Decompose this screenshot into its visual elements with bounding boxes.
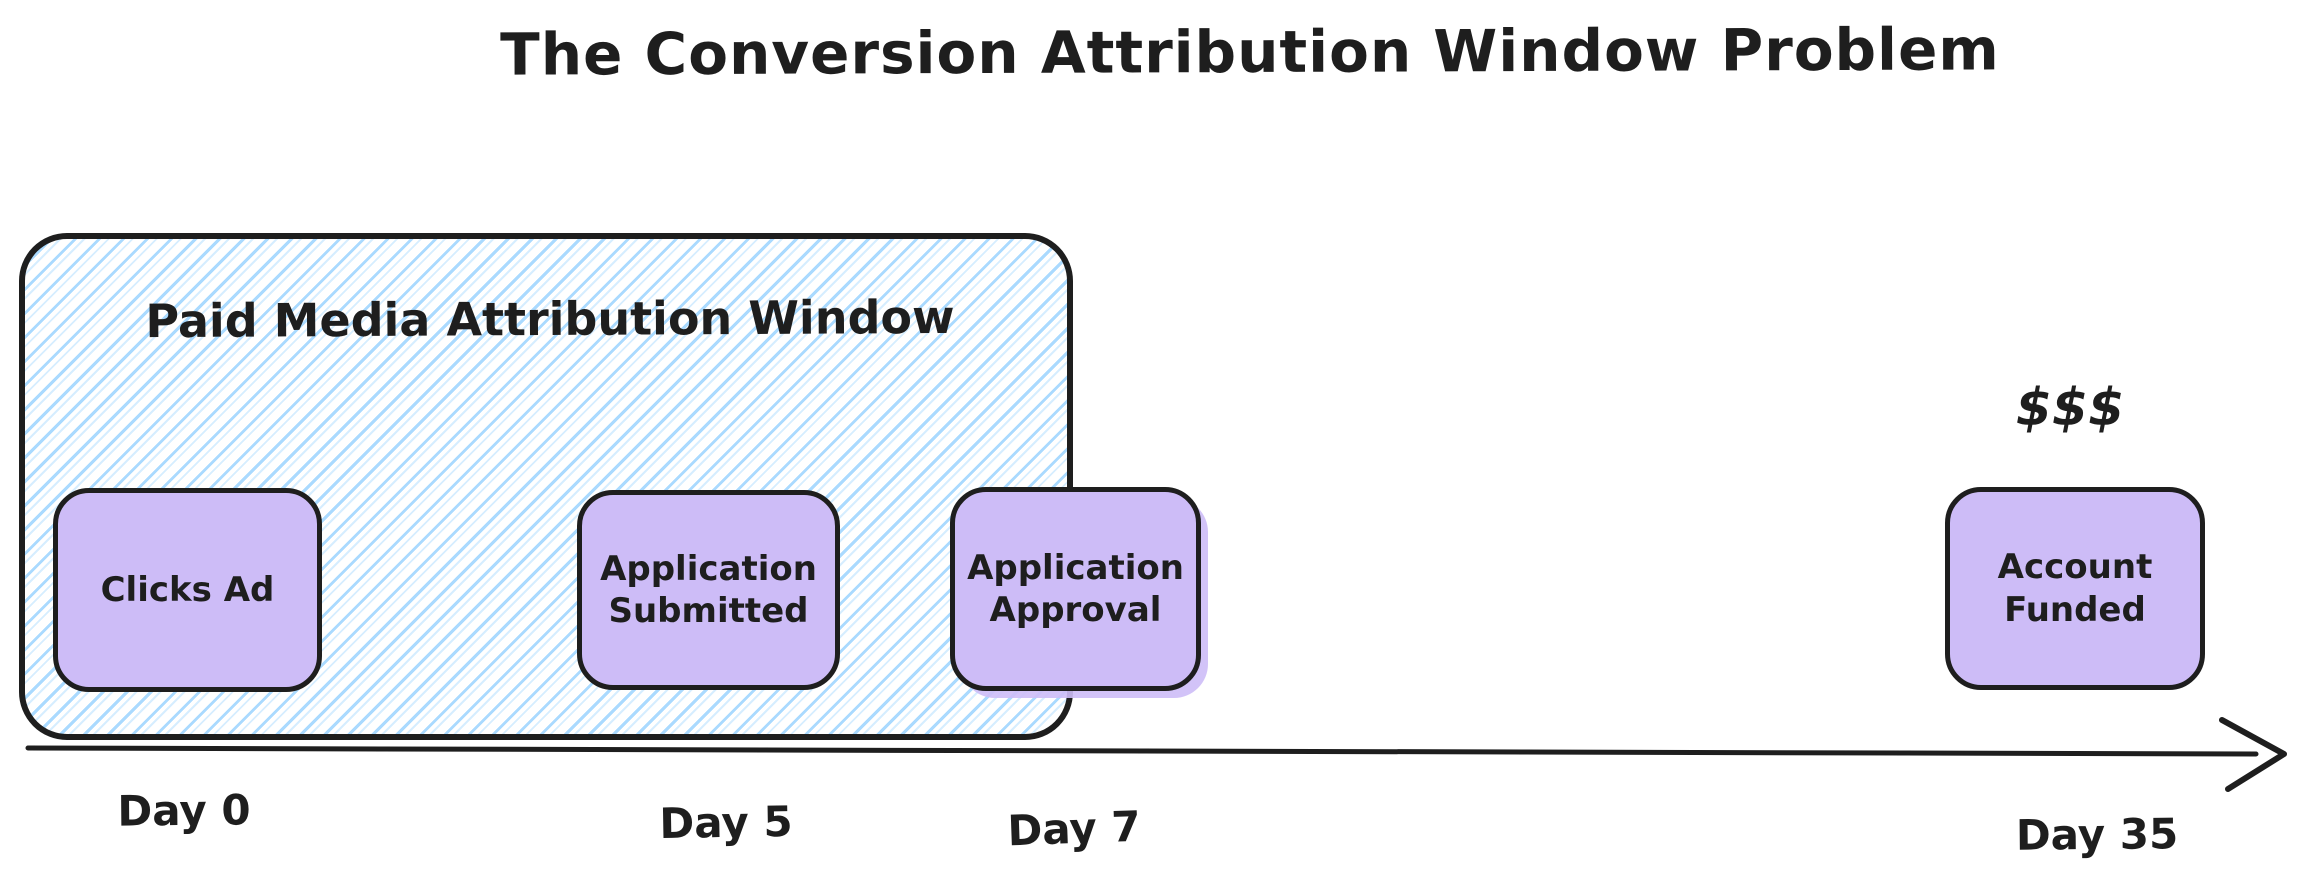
event-label-clicks-ad: Clicks Ad [100, 569, 275, 610]
day-label-7: Day 7 [1006, 801, 1142, 856]
event-label-account-funded: Account Funded [1997, 547, 2153, 630]
event-box-clicks-ad: Clicks Ad [53, 488, 322, 692]
event-label-application-submitted: Application Submitted [600, 548, 817, 632]
event-box-application-approval: Application Approval [950, 487, 1201, 691]
day-label-0: Day 0 [117, 785, 251, 836]
timeline-arrowhead-icon [2219, 717, 2287, 792]
attribution-window-label: Paid Media Attribution Window [145, 289, 955, 349]
diagram-title: The Conversion Attribution Window Proble… [500, 15, 2000, 89]
event-box-application-submitted: Application Submitted [577, 490, 840, 690]
dollars-annotation: $$$ [2015, 378, 2125, 438]
timeline-axis-line [25, 745, 2259, 757]
event-label-application-approval: Application Approval [967, 547, 1184, 631]
event-box-account-funded: Account Funded [1945, 487, 2205, 690]
day-label-35: Day 35 [2015, 809, 2179, 860]
day-label-5: Day 5 [659, 796, 793, 849]
